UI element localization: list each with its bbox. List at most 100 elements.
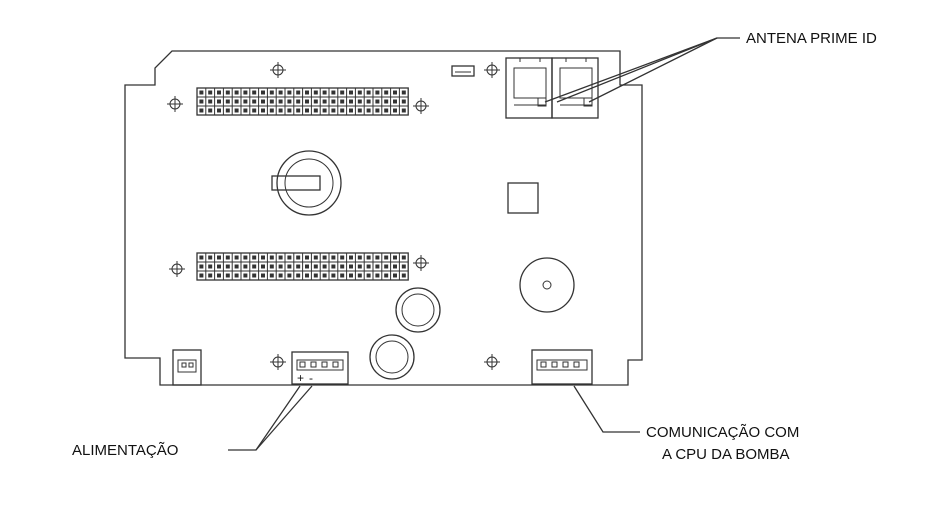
header-pin: [269, 255, 274, 260]
header-pin: [296, 99, 301, 104]
header-pin: [199, 264, 204, 269]
header-pin: [225, 108, 230, 113]
header-pin: [349, 273, 353, 278]
header-pin: [384, 99, 389, 104]
header-pin: [305, 264, 309, 269]
header-pin: [217, 99, 221, 104]
header-pin: [278, 273, 283, 278]
header-pin: [349, 90, 353, 95]
header-pin: [322, 99, 327, 104]
header-pin: [357, 255, 362, 260]
header-pin: [278, 264, 283, 269]
cpu-callout-line: [573, 385, 640, 433]
header-pin: [199, 99, 204, 104]
header-pin: [331, 108, 336, 113]
header-pin: [375, 255, 380, 260]
header-pin: [261, 255, 265, 260]
top-pin-header: [196, 87, 409, 116]
header-pin: [384, 273, 389, 278]
header-pin: [243, 255, 248, 260]
header-pin: [269, 108, 274, 113]
header-pin: [269, 99, 274, 104]
header-pin: [234, 264, 239, 269]
header-pin: [313, 108, 318, 113]
header-pin: [393, 108, 397, 113]
header-pin: [331, 264, 336, 269]
header-pin: [349, 108, 353, 113]
mounting-hole-mark: [484, 354, 500, 370]
header-pin: [234, 99, 239, 104]
header-pin: [243, 264, 248, 269]
header-pin: [331, 255, 336, 260]
header-pin: [366, 90, 371, 95]
header-pin: [199, 255, 204, 260]
mounting-hole-mark: [413, 255, 429, 271]
header-pin: [252, 90, 257, 95]
header-pin: [384, 90, 389, 95]
header-pin: [199, 273, 204, 278]
header-pin: [225, 264, 230, 269]
header-pin: [313, 273, 318, 278]
header-pin: [322, 108, 327, 113]
header-pin: [208, 99, 213, 104]
header-pin: [357, 90, 362, 95]
header-pin: [225, 273, 230, 278]
header-pin: [269, 273, 274, 278]
header-pin: [278, 99, 283, 104]
header-pin: [349, 264, 353, 269]
power-label: ALIMENTAÇÃO: [72, 442, 178, 459]
buzzer: [519, 257, 575, 313]
header-pin: [340, 264, 345, 269]
header-pin: [366, 255, 371, 260]
header-pin: [340, 255, 345, 260]
header-pin: [357, 99, 362, 104]
power-callout-lines: [228, 385, 313, 451]
mounting-hole-mark: [270, 62, 286, 78]
header-pin: [313, 264, 318, 269]
header-pin: [296, 108, 301, 113]
header-pin: [313, 99, 318, 104]
capacitor-1: [395, 287, 441, 333]
header-pin: [313, 255, 318, 260]
header-pin: [217, 273, 221, 278]
cpu-communication-connector: [531, 349, 593, 385]
header-pin: [252, 99, 257, 104]
header-pin: [217, 90, 221, 95]
header-pin: [243, 273, 248, 278]
header-pin: [357, 264, 362, 269]
header-pin: [401, 264, 406, 269]
header-pin: [340, 108, 345, 113]
header-pin: [366, 273, 371, 278]
header-pin: [375, 273, 380, 278]
header-pin: [305, 255, 309, 260]
antenna-connector-1: [505, 57, 553, 119]
mini-usb-port: [451, 65, 475, 77]
header-pin: [305, 273, 309, 278]
header-pin: [401, 99, 406, 104]
header-pin: [375, 108, 380, 113]
header-pin: [287, 264, 292, 269]
header-pin: [322, 90, 327, 95]
header-pin: [357, 108, 362, 113]
header-pin: [349, 255, 353, 260]
header-pin: [225, 99, 230, 104]
header-pin: [331, 273, 336, 278]
jumper-connector: [172, 349, 202, 386]
header-pin: [225, 90, 230, 95]
cpu-label-line1: COMUNICAÇÃO COM: [646, 424, 799, 441]
header-pin: [331, 90, 336, 95]
header-pin: [322, 264, 327, 269]
header-pin: [305, 108, 309, 113]
header-pin: [296, 255, 301, 260]
header-pin: [208, 255, 213, 260]
header-pin: [199, 108, 204, 113]
header-pin: [393, 264, 397, 269]
header-pin: [340, 90, 345, 95]
header-pin: [401, 255, 406, 260]
header-pin: [234, 255, 239, 260]
mounting-marks: [167, 62, 500, 370]
cpu-label-line2: A CPU DA BOMBA: [662, 446, 790, 463]
header-pin: [261, 264, 265, 269]
